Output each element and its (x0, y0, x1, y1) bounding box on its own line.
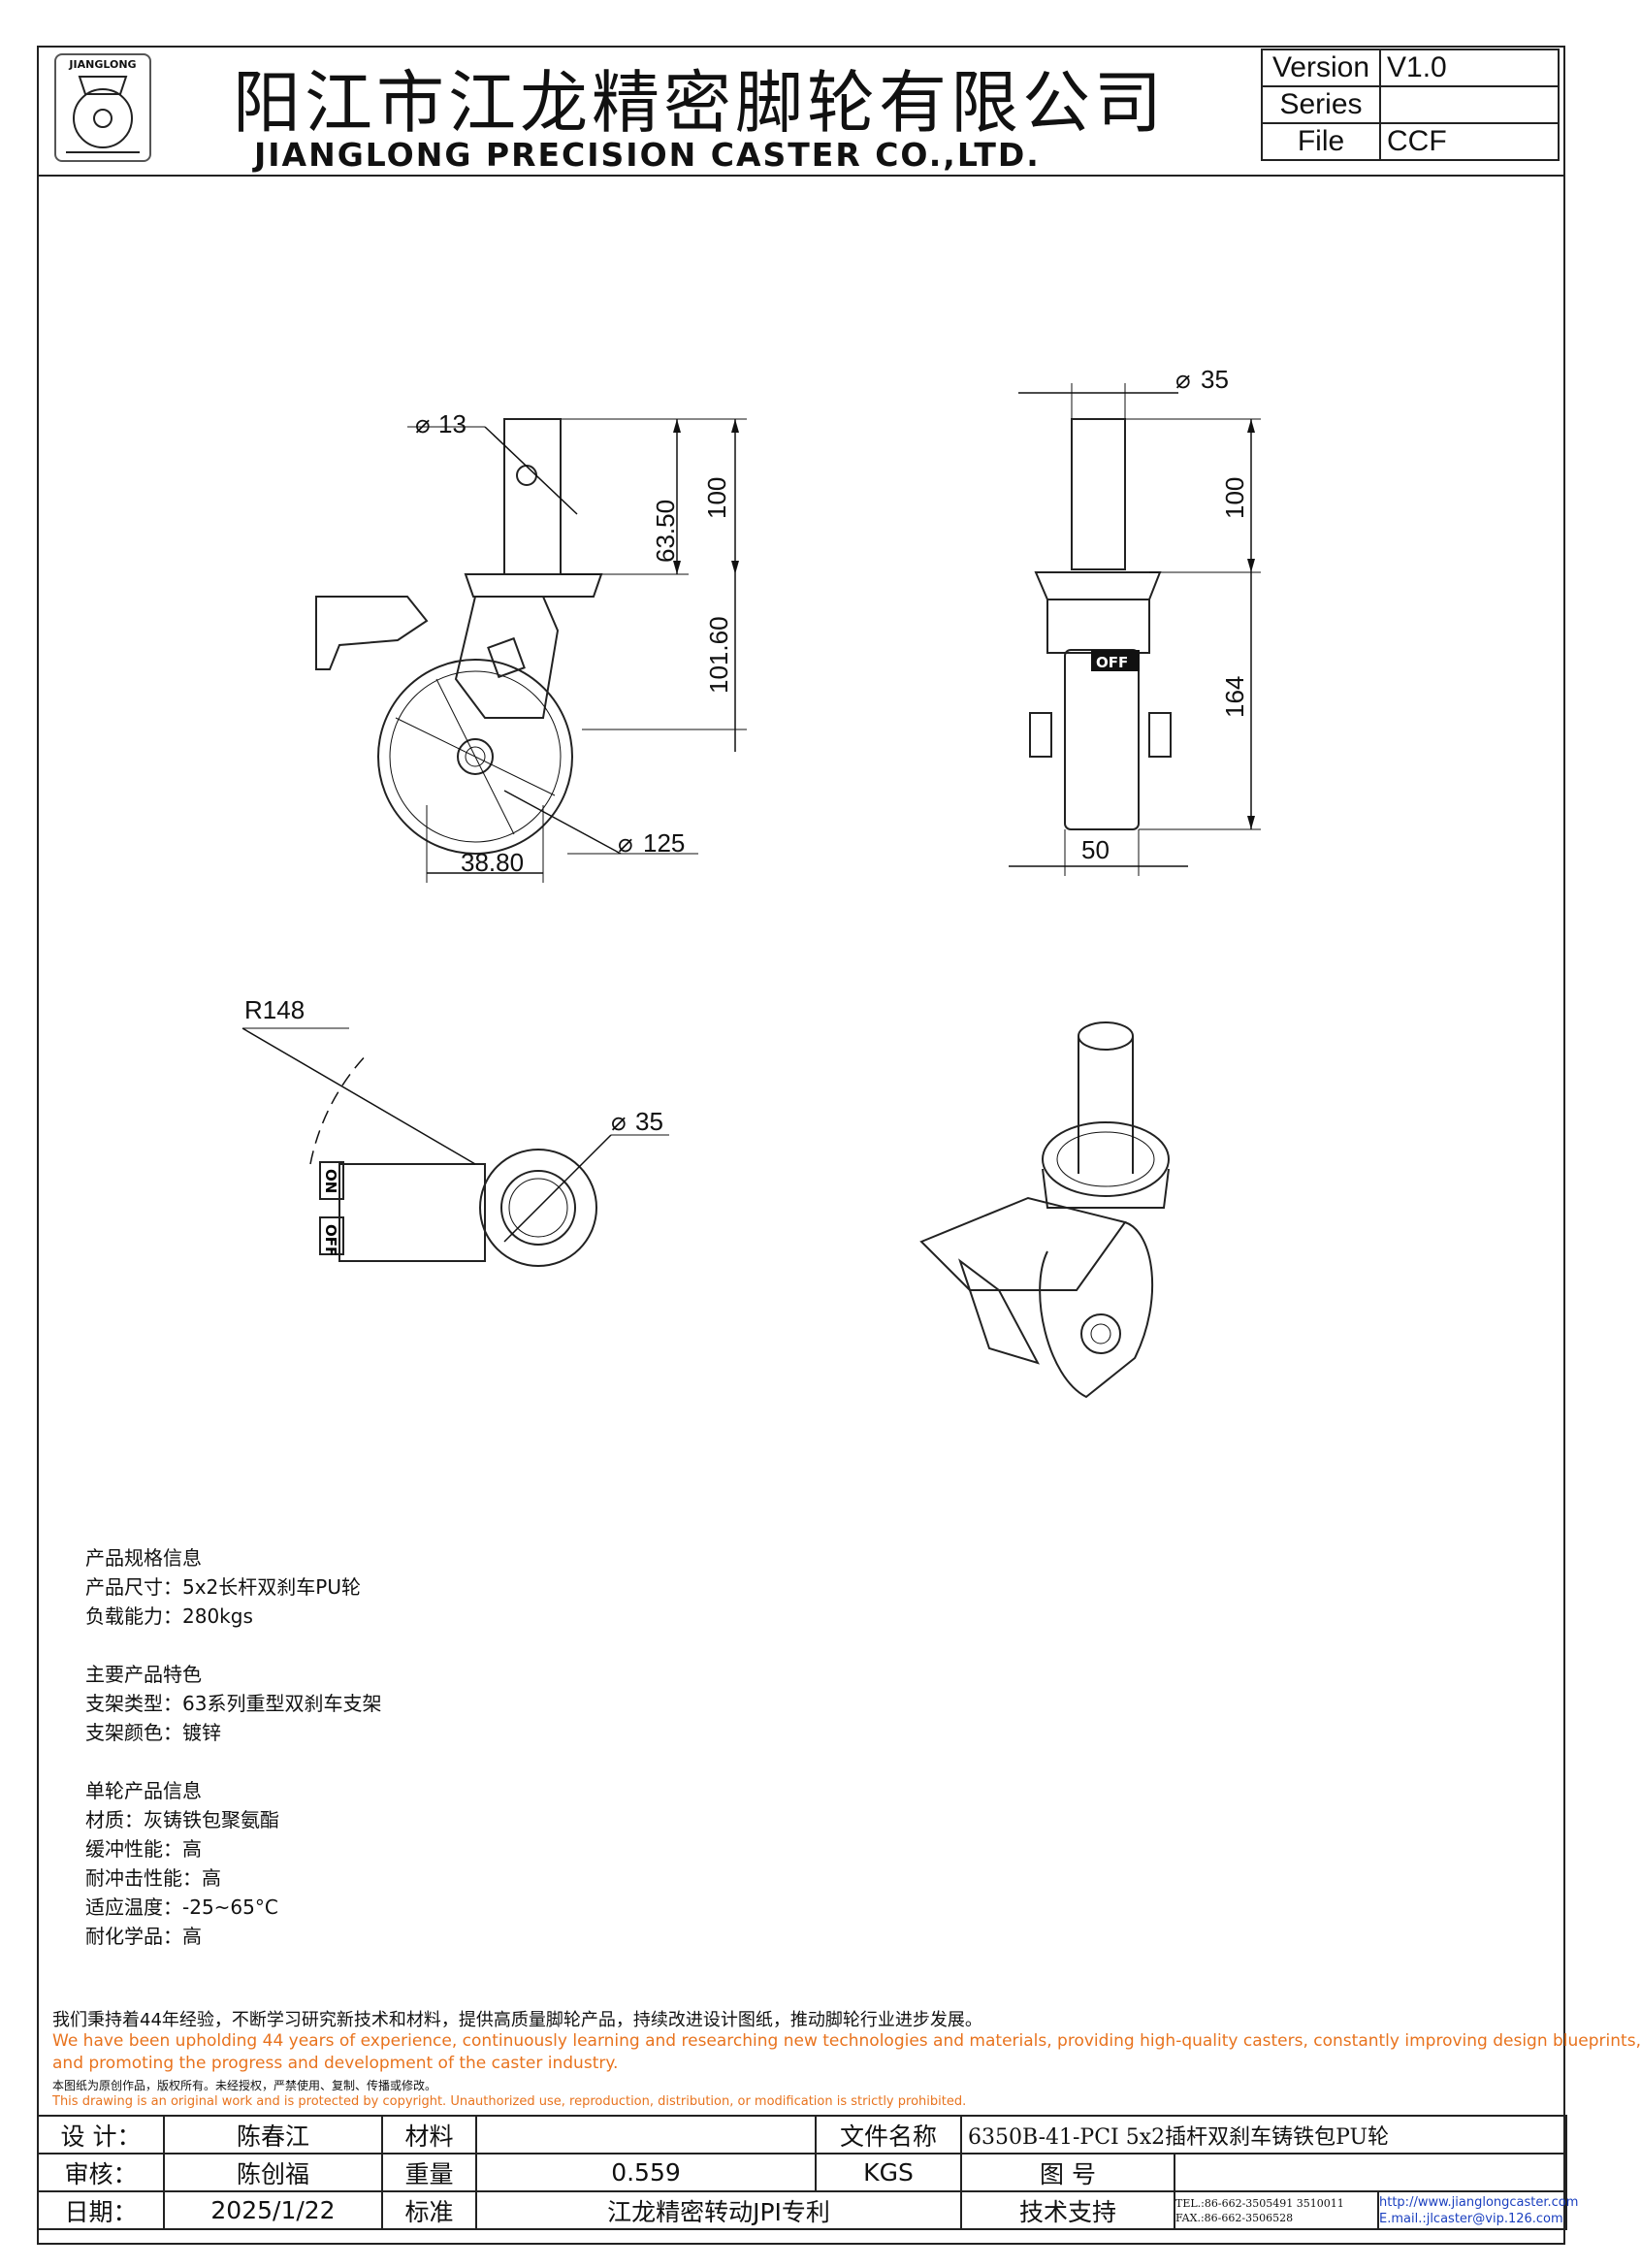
dim-body-height: 101.60 (704, 616, 733, 694)
dim-stem-dia: 13 (438, 409, 467, 438)
file-label: File (1261, 122, 1381, 161)
spec-load: 负载能力：280kgs (85, 1604, 253, 1628)
top-brake-on: ON (322, 1169, 339, 1193)
logo-text: JIANGLONG (69, 58, 137, 71)
spec-section1-title: 产品规格信息 (85, 1546, 202, 1570)
series-label: Series (1261, 85, 1381, 124)
file-value: CCF (1379, 122, 1560, 161)
company-name-cn: 阳江市江龙精密脚轮有限公司 (233, 63, 1166, 143)
material-value (475, 2115, 817, 2155)
website-link[interactable]: http://www.jianglongcaster.com (1379, 2194, 1579, 2210)
dim-stem-height: 100 (702, 477, 731, 519)
spec-cushion: 缓冲性能：高 (85, 1837, 202, 1861)
weight-unit: KGS (815, 2153, 962, 2192)
front-dim-stem-height: 100 (1220, 477, 1249, 519)
spec-chemical: 耐化学品：高 (85, 1925, 202, 1948)
series-value (1379, 85, 1560, 124)
copyright-en: This drawing is an original work and is … (52, 2094, 967, 2109)
weight-label: 重量 (381, 2153, 477, 2192)
dim-hole-offset: 63.50 (651, 500, 680, 563)
front-brake-label: OFF (1096, 654, 1128, 671)
svg-text:⌀: ⌀ (611, 1107, 627, 1136)
dim-wheel-dia: 125 (643, 828, 685, 858)
company-logo: JIANGLONG (54, 53, 151, 162)
drawing-value (1173, 2153, 1568, 2192)
front-dim-stem-dia: 35 (1201, 365, 1229, 394)
svg-text:⌀: ⌀ (1175, 365, 1191, 394)
notice-cn: 我们秉持着44年经验，不断学习研究新技术和材料，提供高质量脚轮产品，持续改进设计… (52, 2010, 982, 2030)
design-value: 陈春江 (163, 2115, 383, 2155)
material-label: 材料 (381, 2115, 477, 2155)
front-dim-total-height: 164 (1220, 676, 1249, 718)
copyright-cn: 本图纸为原创作品，版权所有。未经授权，严禁使用、复制、传播或修改。 (52, 2079, 437, 2092)
review-value: 陈创福 (163, 2153, 383, 2192)
fax-text: FAX.:86-662-3506528 (1175, 2211, 1294, 2224)
top-dim-radius: R148 (244, 995, 305, 1024)
spec-impact: 耐冲击性能：高 (85, 1866, 221, 1890)
spec-bracket-type: 支架类型：63系列重型双刹车支架 (85, 1692, 382, 1715)
contact-phone: TEL.:86-662-3505491 3510011 FAX.:86-662-… (1174, 2190, 1379, 2230)
technical-drawing: ⌀13 63.50 100 101.60 ⌀125 38.80 OFF ⌀35 … (241, 365, 1261, 1399)
contact-web: http://www.jianglongcaster.com E.mail.:j… (1376, 2190, 1579, 2230)
date-value: 2025/1/22 (163, 2190, 383, 2230)
standard-label: 标准 (381, 2190, 477, 2230)
top-view: ON OFF R148 ⌀ 35 (241, 995, 669, 1267)
weight-value: 0.559 (475, 2153, 817, 2192)
email-link[interactable]: E.mail.:jlcaster@vip.126.com (1379, 2211, 1563, 2226)
drawing-frame (37, 46, 1565, 2245)
notice-en-1: We have been upholding 44 years of exper… (52, 2031, 1641, 2051)
front-dim-wheel-width: 50 (1081, 835, 1110, 864)
spec-temperature: 适应温度：-25~65°C (85, 1895, 278, 1919)
filename-value: 6350B-41-PCI 5x2插杆双刹车铸铁包PU轮 (959, 2115, 1568, 2155)
svg-text:⌀: ⌀ (618, 828, 633, 858)
review-label: 审核： (37, 2153, 165, 2192)
dim-offset: 38.80 (461, 848, 524, 877)
spec-section2-title: 主要产品特色 (85, 1663, 202, 1686)
tel-text: TEL.:86-662-3505491 3510011 (1175, 2196, 1344, 2210)
version-label: Version (1261, 49, 1381, 87)
spec-section3-title: 单轮产品信息 (85, 1779, 202, 1802)
spec-bracket-color: 支架颜色：镀锌 (85, 1721, 221, 1744)
date-label: 日期： (37, 2190, 165, 2230)
side-view: ⌀13 63.50 100 101.60 ⌀125 38.80 (315, 409, 747, 883)
top-brake-off: OFF (322, 1224, 339, 1256)
front-view: OFF ⌀ 35 100 164 50 (1009, 365, 1261, 876)
isometric-view (919, 1021, 1170, 1399)
drawing-label: 图 号 (960, 2153, 1175, 2192)
filename-label: 文件名称 (815, 2115, 962, 2155)
standard-value: 江龙精密转动JPI专利 (475, 2190, 962, 2230)
title-block: 设 计： 陈春江 材料 文件名称 6350B-41-PCI 5x2插杆双刹车铸铁… (37, 2115, 1579, 2230)
spec-material: 材质：灰铸铁包聚氨酯 (85, 1808, 279, 1831)
svg-text:⌀: ⌀ (415, 409, 431, 438)
design-label: 设 计： (37, 2115, 165, 2155)
notice-en-2: and promoting the progress and developme… (52, 2054, 619, 2073)
company-name-en: JIANGLONG PRECISION CASTER CO.,LTD. (254, 136, 1041, 174)
caster-logo-icon (66, 76, 140, 153)
version-value: V1.0 (1379, 49, 1560, 87)
support-label: 技术支持 (960, 2190, 1175, 2230)
top-dim-dia: 35 (635, 1107, 663, 1136)
header-divider (37, 175, 1565, 177)
spec-size: 产品尺寸：5x2长杆双刹车PU轮 (85, 1575, 361, 1599)
